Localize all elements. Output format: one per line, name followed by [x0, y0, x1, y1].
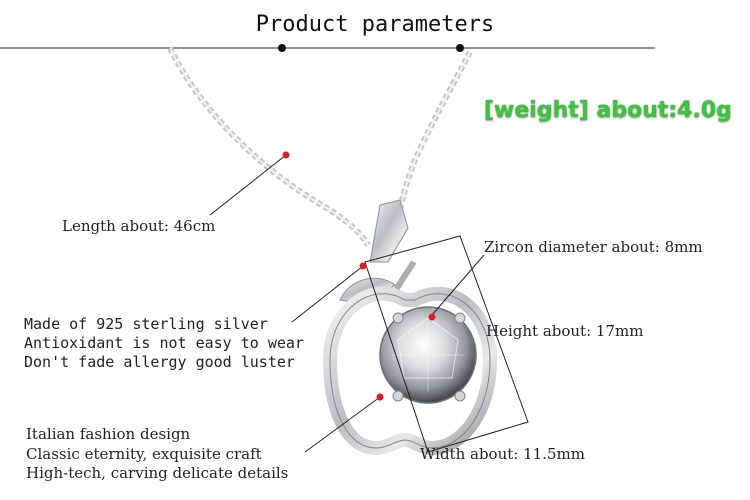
- craft-leader: [304, 396, 381, 453]
- design-line-1: Italian fashion design: [26, 425, 191, 443]
- header-dot-left: [278, 44, 286, 52]
- weight-label: [weight] about:4.0g: [484, 98, 732, 123]
- bail-dot: [359, 262, 367, 270]
- bail-leader: [291, 265, 364, 323]
- craft-dot: [376, 393, 384, 401]
- length-dot: [282, 151, 290, 159]
- zircon-dot: [428, 313, 436, 321]
- width-label: Width about: 11.5mm: [420, 445, 585, 463]
- header-dot-right: [456, 44, 464, 52]
- zircon-label: Zircon diameter about: 8mm: [484, 238, 703, 256]
- height-label: Height about: 17mm: [486, 322, 644, 340]
- design-line-3: High-tech, carving delicate details: [26, 464, 289, 482]
- material-line-2: Antioxidant is not easy to wear: [24, 334, 304, 352]
- chain-right: [397, 50, 473, 211]
- page-title: Product parameters: [255, 12, 495, 37]
- zircon-leader: [431, 254, 485, 316]
- material-line-3: Don't fade allergy good luster: [24, 353, 295, 371]
- length-label: Length about: 46cm: [62, 217, 216, 235]
- length-leader: [209, 154, 287, 216]
- material-line-1: Made of 925 sterling silver: [24, 315, 268, 333]
- pendant-bail: [369, 199, 409, 263]
- dimension-box: [364, 235, 529, 453]
- design-line-2: Classic eternity, exquisite craft: [26, 445, 262, 463]
